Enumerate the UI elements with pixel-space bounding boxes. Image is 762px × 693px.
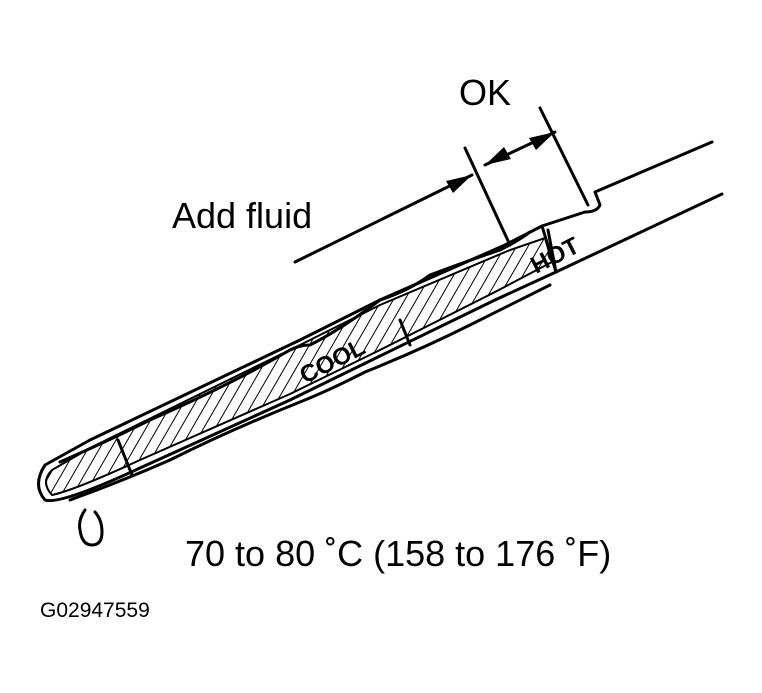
cool-mark-line bbox=[398, 318, 412, 347]
ok-extension-upper bbox=[538, 106, 590, 207]
fluid-edge-bottom bbox=[68, 283, 552, 502]
add-fluid-arrow-line bbox=[293, 173, 474, 264]
add-fluid-label: Add fluid bbox=[172, 195, 312, 236]
hot-mark-line bbox=[546, 228, 558, 274]
fluid-droplet bbox=[78, 508, 104, 547]
dipstick-blade bbox=[37, 190, 602, 503]
tip-tick bbox=[116, 438, 134, 477]
ok-arrowhead-left bbox=[485, 147, 511, 165]
fluid-film bbox=[45, 236, 554, 497]
fluid-edge-top bbox=[58, 230, 532, 464]
add-fluid-arrowhead bbox=[446, 175, 472, 193]
ok-extension-lower bbox=[463, 146, 512, 247]
ok-arrowhead-right bbox=[529, 132, 555, 150]
dipstick-shaft bbox=[554, 140, 724, 274]
ok-label: OK bbox=[459, 72, 511, 113]
figure-id: G02947559 bbox=[40, 599, 150, 622]
temperature-label: 70 to 80 ˚C (158 to 176 ˚F) bbox=[185, 533, 611, 574]
